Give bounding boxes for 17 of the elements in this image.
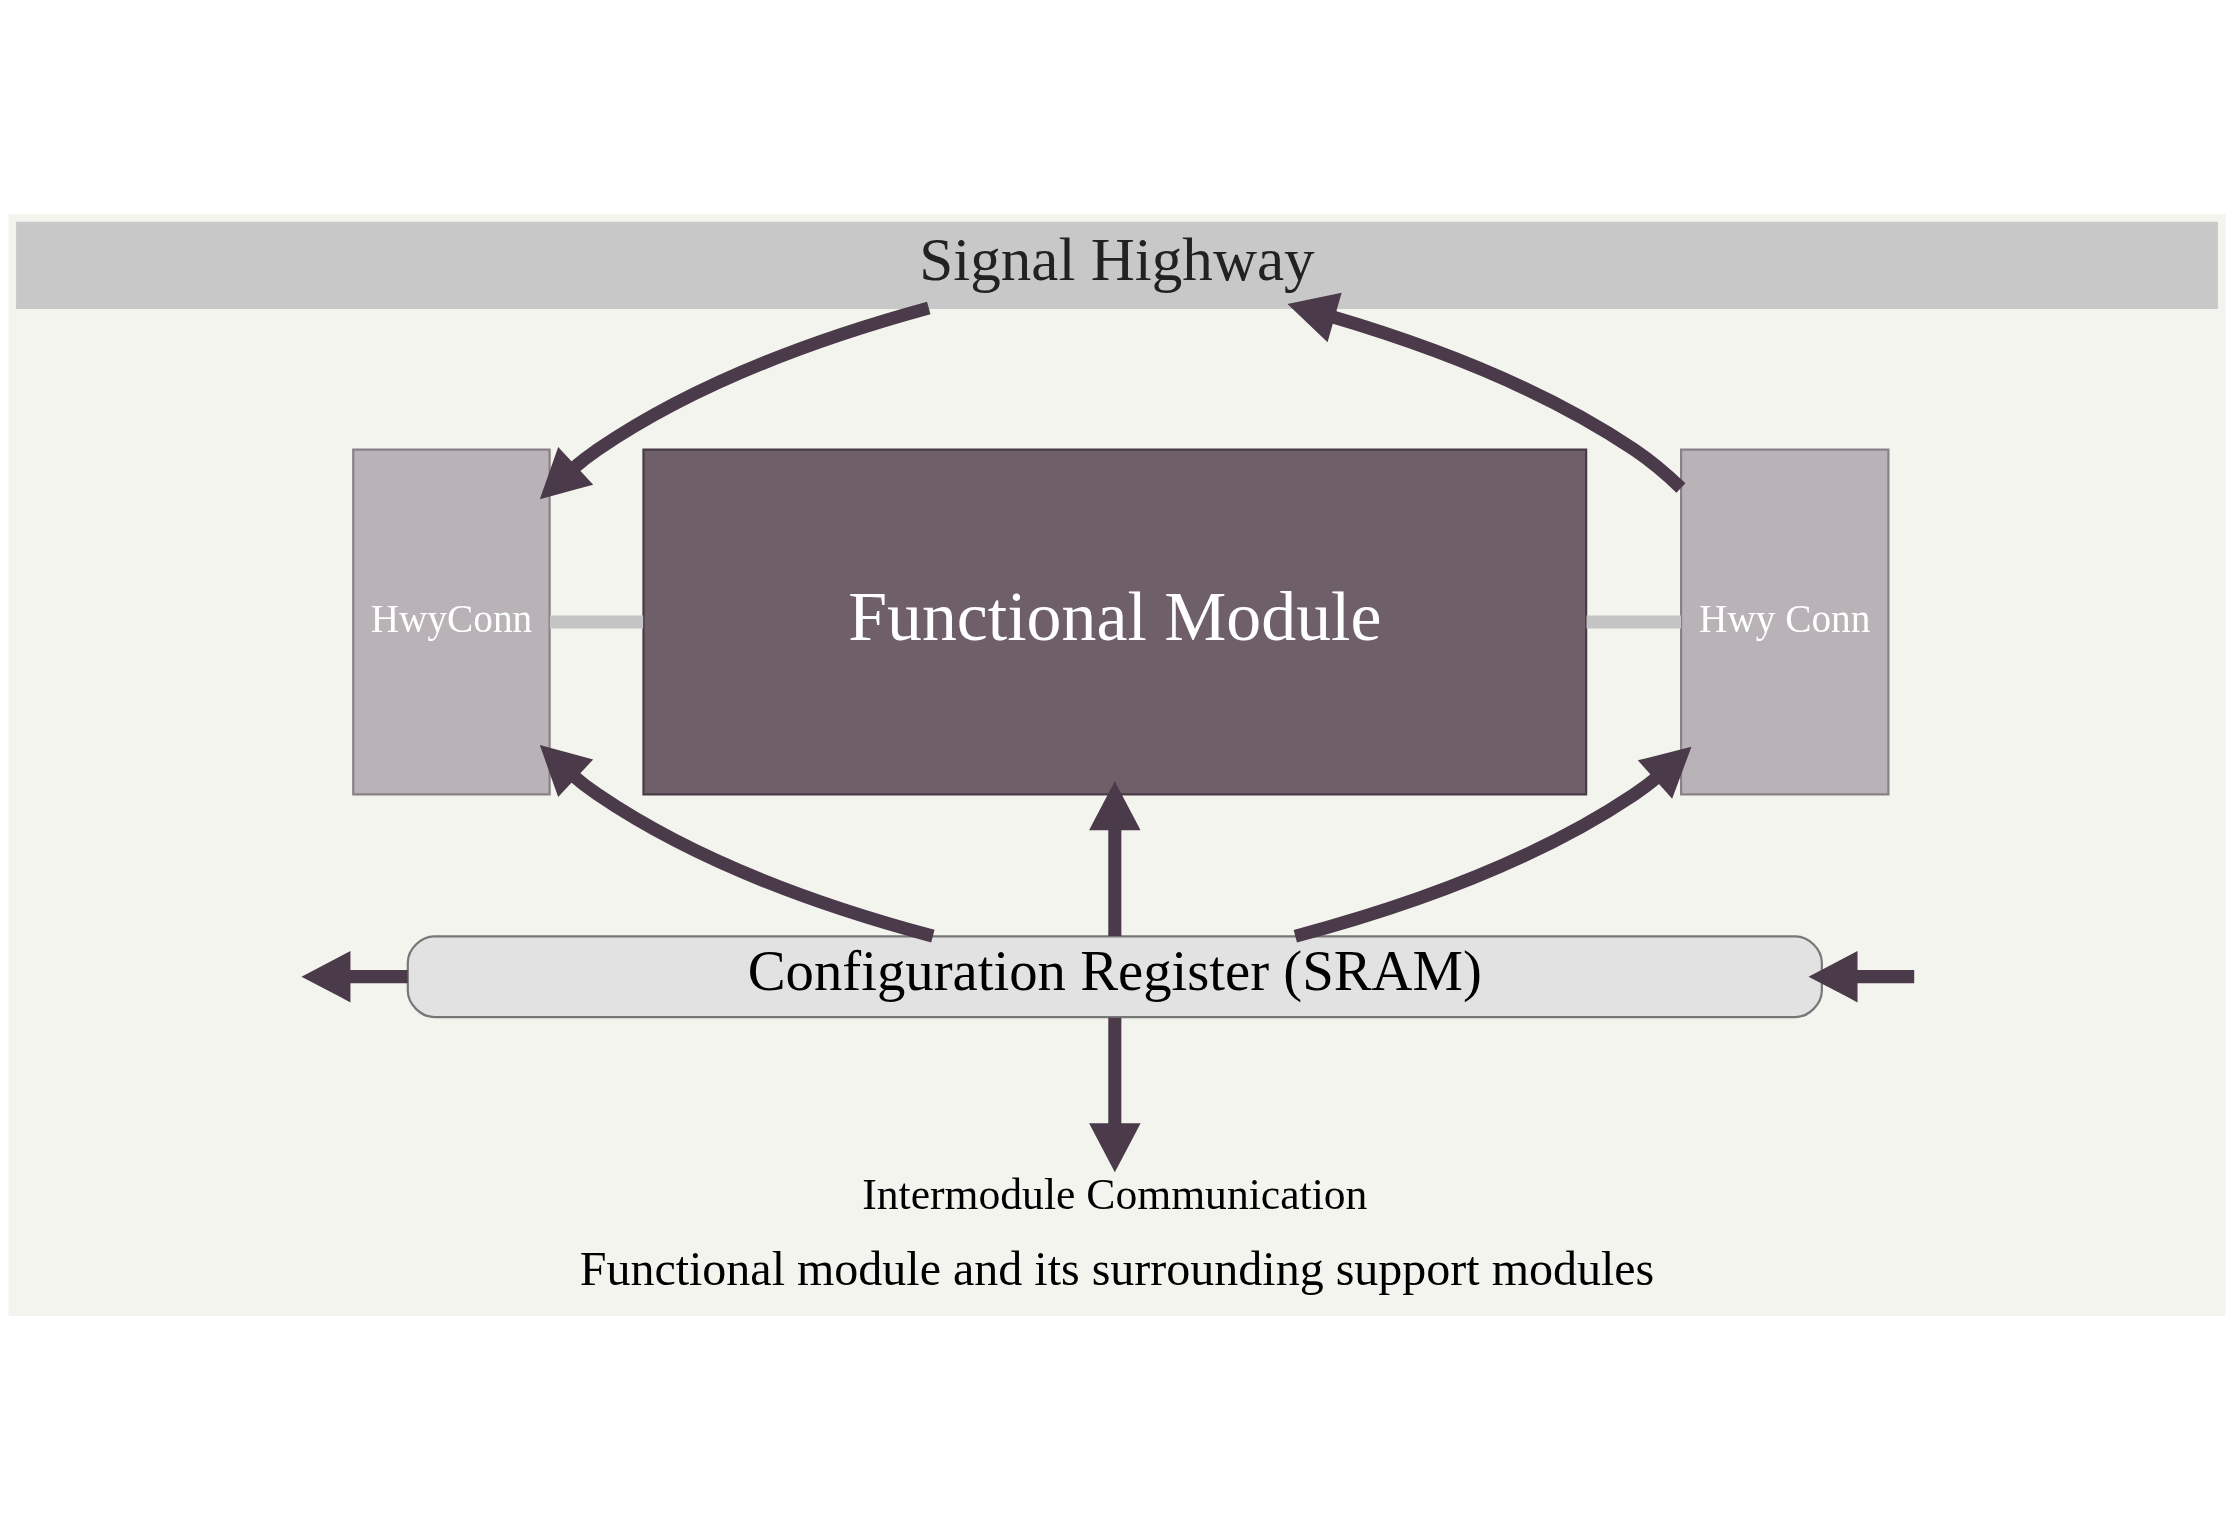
node-text: Intermodule Communication (862, 1169, 1368, 1218)
node-box: Configuration Register (SRAM) (406, 934, 1823, 1018)
arrow (1089, 1017, 1141, 1172)
arrow (301, 950, 408, 1002)
caption: Functional module and its surrounding support modules (579, 1241, 1655, 1295)
node-box: Functional Module (642, 448, 1588, 796)
connector (549, 615, 644, 629)
arrow (1808, 950, 1915, 1002)
node-box: Hwy Conn (1680, 448, 1890, 796)
node-box: HwyConn (352, 448, 551, 796)
arrow (1089, 780, 1141, 936)
arrow (539, 744, 935, 942)
node-box: Signal Highway (16, 221, 2218, 309)
arrow (539, 301, 931, 499)
connector (1586, 615, 1681, 629)
arrow (1293, 746, 1692, 943)
arrow (1287, 292, 1686, 493)
